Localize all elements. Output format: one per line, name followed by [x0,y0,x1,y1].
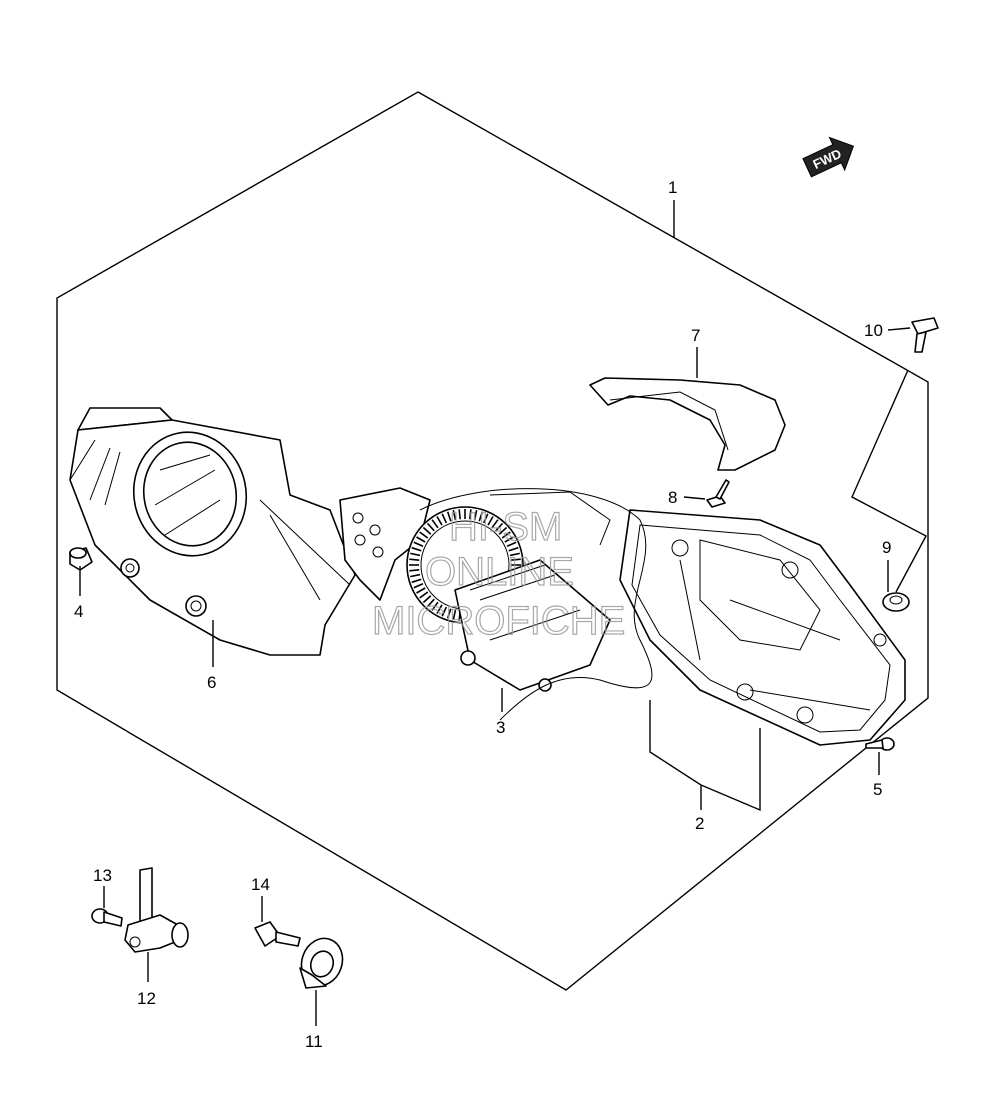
part-3-meter-unit [339,487,611,692]
callout-10: 10 [864,321,883,340]
callout-5: 5 [873,780,882,799]
watermark-line-2: ONLINE [425,550,574,594]
callout-12: 12 [137,989,156,1008]
tach-tick [411,546,422,552]
tach-tick [426,522,435,532]
tach-tick [501,531,511,539]
part-14-bolt [254,921,301,947]
tach-tick [419,531,429,539]
tach-tick [509,552,520,557]
tach-tick [410,573,421,578]
callout-3: 3 [496,718,505,737]
callout-1: 1 [668,178,677,197]
part-12-sensor [124,867,189,953]
part-4-cap [69,547,93,571]
tach-tick [411,578,422,584]
tach-tick [458,509,461,520]
tach-tick [498,526,508,535]
tach-tick [409,569,420,572]
tach-tick [422,526,432,535]
callout-7: 7 [691,326,700,345]
leader-lines [79,200,927,1026]
tach-tick [413,541,424,548]
tach-tick [495,522,504,532]
tach-tick [431,519,439,529]
tach-tick [426,598,435,608]
tach-tick [504,536,514,543]
watermark: HI-SM ONLINE MICROFICHE [371,504,626,643]
watermark-line-1: HI-SM [449,505,562,549]
callout-11: 11 [305,1032,323,1051]
callout-6: 6 [207,673,216,692]
tach-tick [482,513,489,524]
watermark-line-3: MICROFICHE [372,599,625,643]
part-6-meter-case [69,407,356,656]
tach-tick [441,513,448,524]
tach-tick [409,558,420,561]
callout-13: 13 [93,866,112,885]
tach-tick [452,609,457,620]
tach-tick [506,541,517,548]
tach-tick [422,595,432,604]
part-8-screw [706,479,730,508]
callout-4: 4 [74,602,83,621]
callout-9: 9 [882,538,891,557]
tach-tick [508,546,519,552]
tach-tick [416,536,426,543]
tach-tick [436,516,443,526]
tach-tick [419,591,429,599]
tach-tick [413,582,424,589]
part-5-screw [865,737,895,751]
part-10-bolt [911,317,939,353]
tach-tick [452,510,457,521]
tach-tick [469,509,472,520]
tach-tick [446,511,452,522]
tach-tick [487,516,494,526]
part-11-bushing [299,937,344,989]
tach-tick [436,604,443,614]
callout-2: 2 [695,814,704,833]
tach-tick [431,601,439,611]
tach-tick [441,606,448,617]
callout-14: 14 [251,875,270,894]
part-13-bolt [91,908,123,927]
assembly-boundary [56,91,929,991]
tach-tick [491,519,499,529]
callouts: 1 2 3 4 5 6 7 8 9 10 11 12 13 14 [74,178,891,1051]
fwd-arrow-icon: FWD [802,136,855,178]
tach-tick [473,510,478,521]
callout-8: 8 [668,488,677,507]
tach-tick [510,558,521,561]
tach-tick [416,587,426,594]
tach-tick [410,552,421,557]
tach-tick [478,511,484,522]
part-2-lower-case [419,488,906,746]
part-7-visor [589,377,786,471]
tach-tick [446,608,452,619]
part-9-grommet [882,592,910,612]
